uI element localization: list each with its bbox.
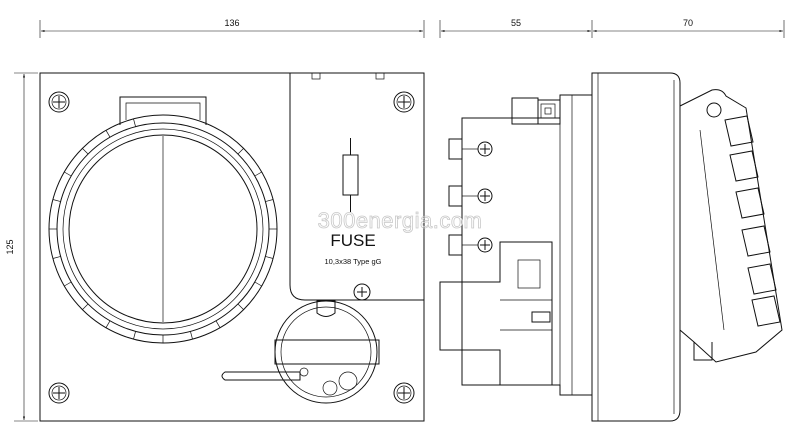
ring-tooth <box>237 148 244 155</box>
socket-fin <box>729 150 759 182</box>
dimension-depth-socket: 70 <box>593 18 785 38</box>
ring-tooth <box>265 256 274 259</box>
socket-ring <box>48 114 278 344</box>
fuse-icon <box>342 154 359 196</box>
socket-latch <box>693 342 713 361</box>
ring-tooth <box>237 303 244 310</box>
ring-tooth <box>64 171 72 177</box>
ring-tooth <box>215 320 221 328</box>
socket-opening <box>68 134 258 324</box>
socket-fin <box>741 225 771 257</box>
dimension-label-136: 136 <box>224 18 239 28</box>
socket-fin <box>747 263 777 295</box>
socket-fin <box>735 187 765 219</box>
rotary-switch <box>221 300 380 404</box>
ring-tooth <box>82 148 89 155</box>
switch-lever <box>221 371 301 381</box>
ring-tooth <box>190 331 193 340</box>
ring-tooth <box>133 118 136 127</box>
ring-tooth <box>254 171 262 177</box>
screw-bottom-right-icon <box>393 382 415 404</box>
socket-lid-hinge <box>119 96 207 125</box>
ring-tooth <box>133 331 136 340</box>
ring-tooth <box>64 281 72 287</box>
socket-fin <box>724 115 754 147</box>
dimension-label-70: 70 <box>683 18 693 28</box>
side-terminal-1 <box>448 138 493 160</box>
screw-top-left-icon <box>48 91 70 113</box>
ring-tooth <box>52 256 61 259</box>
switch-mechanism <box>439 241 553 386</box>
side-view <box>439 72 783 422</box>
fuse-panel: FUSE 10,3x38 Type gG <box>289 72 424 301</box>
side-terminal-3 <box>448 234 493 256</box>
dimension-label-125: 125 <box>5 239 15 254</box>
ring-tooth <box>265 199 274 202</box>
dimension-width-front: 136 <box>39 18 425 38</box>
fuse-cover-screw-icon <box>353 283 371 301</box>
ring-tooth <box>105 320 111 328</box>
angled-socket <box>679 89 783 363</box>
ring-tooth <box>82 303 89 310</box>
dimension-label-55: 55 <box>511 18 521 28</box>
top-terminal <box>511 97 539 125</box>
watermark: 300energia.com <box>318 208 483 233</box>
ring-tooth <box>105 130 111 138</box>
side-terminal-2 <box>448 185 493 207</box>
fuse-label: FUSE <box>330 231 375 250</box>
switch-handle <box>274 339 380 365</box>
ring-tooth <box>52 199 61 202</box>
socket-fin <box>751 295 781 327</box>
front-housing-outline <box>39 72 425 422</box>
dimension-height: 125 <box>5 72 38 422</box>
fuse-spec: 10,3x38 Type gG <box>325 257 382 266</box>
socket-hinge-pin <box>706 102 722 118</box>
screw-bottom-left-icon <box>48 382 70 404</box>
dimension-depth-side: 55 <box>439 18 593 38</box>
fuse-cover-outline <box>289 73 424 301</box>
ring-tooth <box>254 281 262 287</box>
mounting-flange <box>591 72 681 422</box>
screw-top-right-icon <box>393 91 415 113</box>
front-view: FUSE 10,3x38 Type gG <box>39 72 425 422</box>
